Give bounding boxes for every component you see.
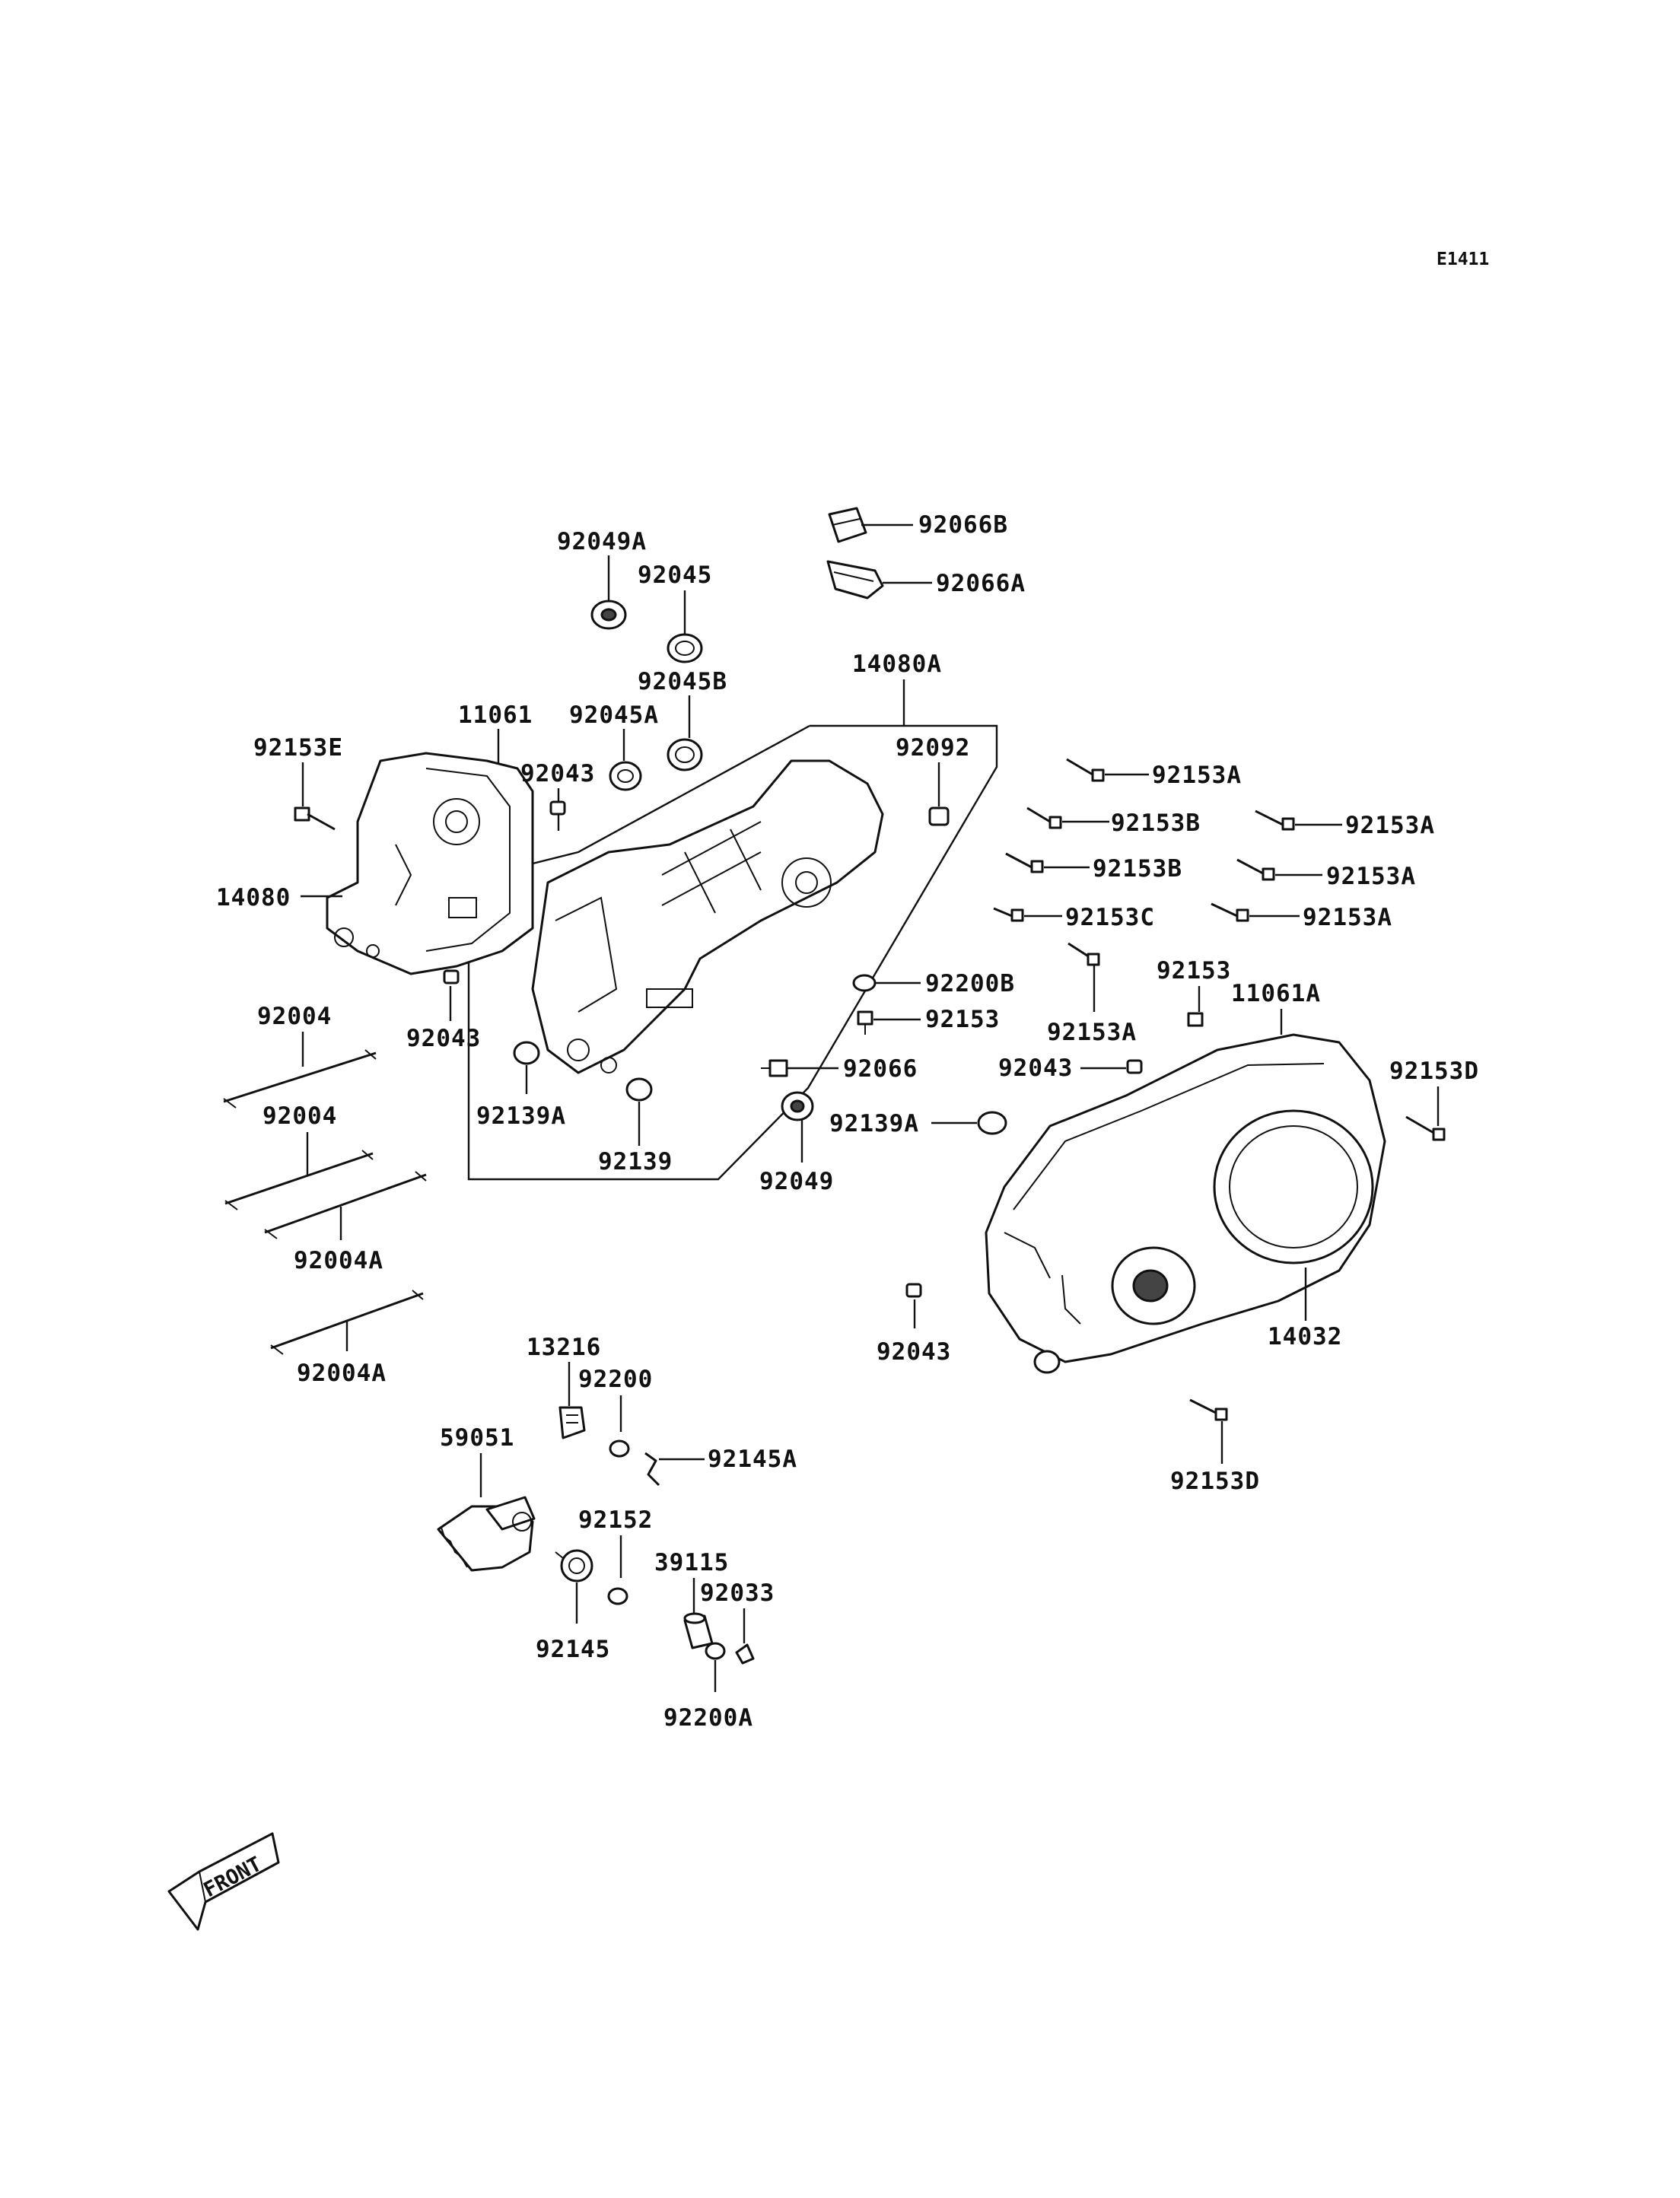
- guide-92066A: [826, 560, 884, 600]
- circlip-92033: [735, 1643, 755, 1665]
- kick-gear-59051: [437, 1496, 536, 1572]
- dowel-92043-c: [1126, 1059, 1143, 1074]
- part-label-39115: 39115: [654, 1549, 729, 1576]
- bolt-92153D-b: [1189, 1398, 1228, 1421]
- part-label-92152: 92152: [578, 1506, 653, 1534]
- part-label-92033: 92033: [700, 1579, 775, 1607]
- part-label-92200A: 92200A: [663, 1704, 753, 1732]
- bolt-92153A-d: [1211, 902, 1249, 922]
- oil-seal-92049A: [590, 600, 627, 630]
- dowel-92139A-b: [977, 1111, 1007, 1135]
- part-label-92153D-a: 92153D: [1389, 1058, 1479, 1085]
- front-arrow-icon: FRONT: [167, 1832, 280, 1931]
- assembly-frame-14080A: [467, 724, 998, 1181]
- washer-92200B: [852, 974, 877, 992]
- bolt-92153A-a: [1066, 758, 1105, 782]
- plug-92066: [761, 1059, 788, 1077]
- part-label-14080: 14080: [216, 884, 291, 911]
- part-label-92066A: 92066A: [936, 570, 1026, 597]
- spring-92145A: [644, 1452, 660, 1487]
- oil-seal-92049: [781, 1091, 814, 1121]
- part-label-92153-a: 92153: [925, 1006, 1000, 1033]
- part-label-92200: 92200: [578, 1366, 653, 1393]
- bolt-92153B-b: [1005, 852, 1044, 873]
- part-label-59051: 59051: [440, 1424, 514, 1452]
- part-label-92066B: 92066B: [918, 511, 1008, 539]
- part-label-92045B: 92045B: [638, 668, 727, 695]
- dowel-92092: [928, 806, 950, 826]
- part-label-92153C: 92153C: [1065, 904, 1155, 931]
- part-label-92004-b: 92004: [262, 1102, 337, 1130]
- cap-92066B: [828, 507, 867, 543]
- part-label-92043-a: 92043: [520, 760, 595, 787]
- part-label-92153A-c: 92153A: [1326, 863, 1416, 890]
- bolt-92153B-a: [1026, 806, 1062, 829]
- dowel-92043-a: [549, 800, 566, 816]
- washer-92200A: [705, 1642, 726, 1660]
- crankcase-left-14080: [326, 752, 534, 975]
- part-label-92139: 92139: [598, 1148, 673, 1175]
- dowel-92139: [625, 1077, 653, 1102]
- part-label-92145: 92145: [536, 1636, 610, 1663]
- bearing-92045A: [609, 761, 642, 791]
- dowel-92043-b: [443, 969, 460, 984]
- part-label-92153B-a: 92153B: [1111, 810, 1201, 837]
- part-label-14080A: 14080A: [852, 650, 942, 678]
- diagram-code: E1411: [1437, 250, 1489, 269]
- part-label-11061: 11061: [458, 701, 533, 729]
- part-label-92049: 92049: [759, 1168, 834, 1195]
- part-label-92139A-b: 92139A: [829, 1110, 919, 1137]
- part-label-11061A: 11061A: [1231, 980, 1321, 1007]
- part-label-92045A: 92045A: [569, 701, 659, 729]
- part-label-92153A-e: 92153A: [1047, 1019, 1137, 1046]
- bolt-92153-a: [857, 1010, 873, 1035]
- part-label-13216: 13216: [527, 1334, 601, 1361]
- spring-92145: [555, 1549, 593, 1582]
- part-label-92043-d: 92043: [877, 1338, 951, 1366]
- bushing-39115: [683, 1612, 714, 1649]
- stud-92004-b: [224, 1150, 374, 1210]
- bearing-92045: [667, 633, 703, 663]
- spindle-13216: [558, 1406, 586, 1439]
- part-label-92043-b: 92043: [406, 1025, 481, 1052]
- part-label-92153E: 92153E: [253, 734, 343, 762]
- bearing-92045B: [667, 738, 703, 771]
- part-label-92153B-b: 92153B: [1093, 855, 1182, 883]
- stud-92004-a: [223, 1049, 377, 1109]
- part-label-92066: 92066: [843, 1055, 918, 1083]
- part-label-92092: 92092: [896, 734, 970, 762]
- washer-92152: [607, 1587, 628, 1605]
- part-label-92145A: 92145A: [708, 1446, 797, 1473]
- part-label-92139A-a: 92139A: [476, 1102, 566, 1130]
- crankcase-right-14080A: [531, 759, 884, 1074]
- part-label-14032: 14032: [1268, 1323, 1342, 1350]
- part-label-92045: 92045: [638, 561, 712, 589]
- stud-92004A-a: [264, 1171, 427, 1239]
- bolt-92153A-c: [1236, 858, 1275, 881]
- dowel-92139A-a: [513, 1041, 540, 1065]
- dowel-92043-d: [905, 1283, 922, 1298]
- bolt-92153E: [294, 806, 336, 831]
- part-label-92153A-d: 92153A: [1303, 904, 1392, 931]
- part-label-92153A-a: 92153A: [1152, 762, 1242, 789]
- part-label-92153A-b: 92153A: [1345, 812, 1435, 839]
- part-label-92004A-b: 92004A: [297, 1360, 387, 1387]
- bolt-92153D-a: [1405, 1115, 1446, 1141]
- part-label-92049A: 92049A: [557, 528, 647, 555]
- bolt-92153C: [993, 907, 1024, 922]
- bolt-92153-b: [1187, 1012, 1204, 1027]
- bolt-92153A-e: [1068, 942, 1100, 966]
- part-label-92004-a: 92004: [257, 1003, 332, 1030]
- part-label-92004A-a: 92004A: [294, 1247, 383, 1274]
- part-label-92153-b: 92153: [1157, 957, 1231, 984]
- clutch-cover-14032: [985, 1033, 1386, 1374]
- part-label-92153D-b: 92153D: [1170, 1468, 1260, 1495]
- part-label-92200B: 92200B: [925, 970, 1015, 997]
- washer-92200: [609, 1439, 630, 1458]
- part-label-92043-c: 92043: [998, 1054, 1073, 1082]
- bolt-92153A-b: [1255, 810, 1295, 831]
